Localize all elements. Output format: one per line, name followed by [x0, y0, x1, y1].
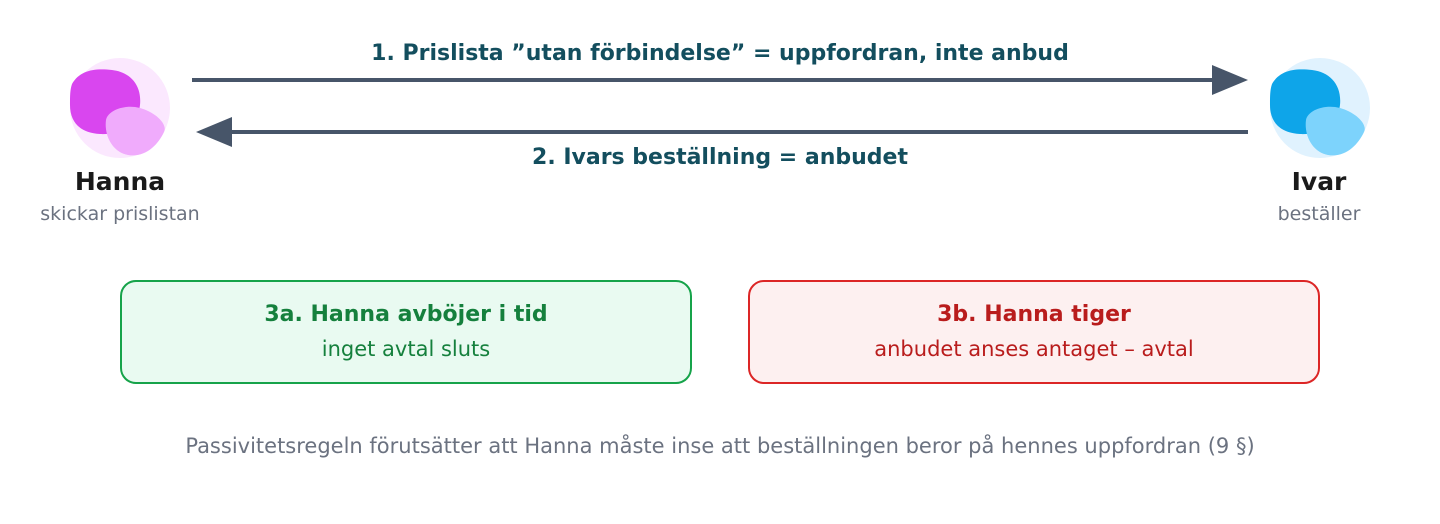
footnote: Passivitetsregeln förutsätter att Hanna … — [185, 434, 1255, 458]
hanna-avatar-icon — [70, 58, 170, 158]
outcome-b-title: 3b. Hanna tiger — [937, 302, 1131, 327]
ivar-role: beställer — [1277, 203, 1361, 225]
outcome-a-box: 3a. Hanna avböjer i tid inget avtal slut… — [120, 280, 692, 384]
outcome-b-subtitle: anbudet anses antaget – avtal — [874, 337, 1194, 361]
outcome-a-subtitle: inget avtal sluts — [321, 337, 491, 361]
arrow-2-label: 2. Ivars beställning = anbudet — [532, 145, 908, 170]
arrow-1-label: 1. Prislista ”utan förbindelse” = uppfor… — [371, 41, 1069, 66]
arrow-2 — [196, 117, 1248, 147]
arrow-1 — [192, 65, 1248, 95]
ivar-avatar-icon — [1270, 58, 1370, 158]
hanna-name: Hanna — [74, 167, 166, 196]
hanna-role: skickar prislistan — [40, 203, 200, 225]
outcome-a-title: 3a. Hanna avböjer i tid — [264, 302, 548, 327]
ivar-name: Ivar — [1291, 167, 1347, 196]
outcome-b-box: 3b. Hanna tiger anbudet anses antaget – … — [748, 280, 1320, 384]
